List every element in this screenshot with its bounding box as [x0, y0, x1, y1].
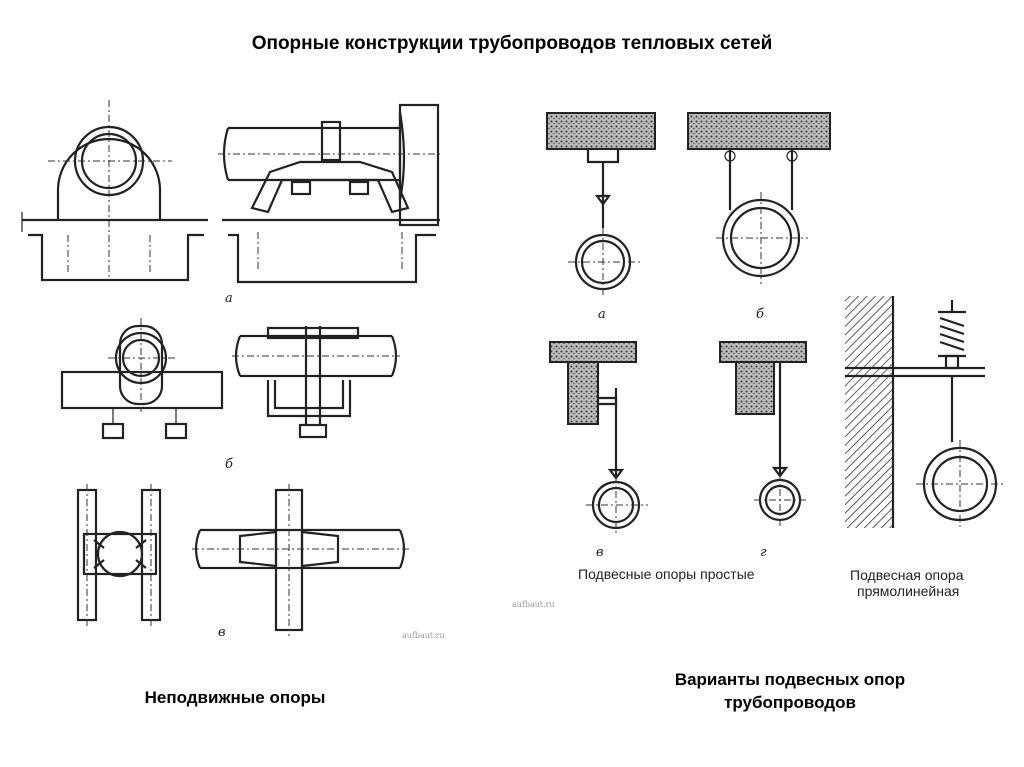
- fixed-support-b-side-view: [232, 326, 400, 439]
- caption-fixed-supports: Неподвижные опоры: [144, 688, 326, 707]
- page-title: Опорные конструкции трубопроводов теплов…: [251, 33, 773, 54]
- hanger-a: а: [546, 112, 656, 322]
- label-hang-b: б: [756, 307, 764, 322]
- watermark-right: aufbaut.ru: [512, 600, 555, 609]
- fixed-support-a: а: [21, 100, 440, 306]
- hanger-b: б: [687, 112, 831, 322]
- straight-hanger-label-2: прямолинейная: [857, 583, 959, 599]
- hanger-g: г: [719, 341, 808, 560]
- fixed-support-b: б: [60, 318, 400, 472]
- label-hang-a: а: [598, 307, 606, 322]
- fixed-support-b-front-view: [60, 318, 224, 440]
- fixed-support-v: в aufbaut.ru: [76, 484, 445, 640]
- fixed-support-a-front-view: [21, 100, 208, 282]
- straight-hanger: Подвесная опора прямолинейная: [845, 296, 1004, 599]
- label-b: б: [225, 457, 233, 472]
- watermark-left: aufbaut.ru: [402, 631, 445, 640]
- caption-hanging-variants-line1: Варианты подвесных опор: [674, 670, 906, 689]
- label-hang-v: в: [596, 545, 604, 560]
- fixed-support-a-side-view: [218, 103, 440, 284]
- fixed-support-v-side-view: [192, 484, 410, 636]
- label-v: в: [218, 625, 226, 640]
- simple-hangers-label: Подвесные опоры простые: [578, 566, 755, 582]
- caption-hanging-variants-line2: трубопроводов: [724, 693, 856, 712]
- fixed-support-v-top-view: [76, 484, 162, 626]
- hanger-v: в: [549, 341, 648, 560]
- label-a: а: [225, 291, 233, 306]
- caption-hanging-variants: Варианты подвесных опор трубопроводов: [620, 668, 960, 714]
- straight-hanger-label-1: Подвесная опора: [850, 567, 964, 583]
- label-hang-g: г: [760, 545, 767, 560]
